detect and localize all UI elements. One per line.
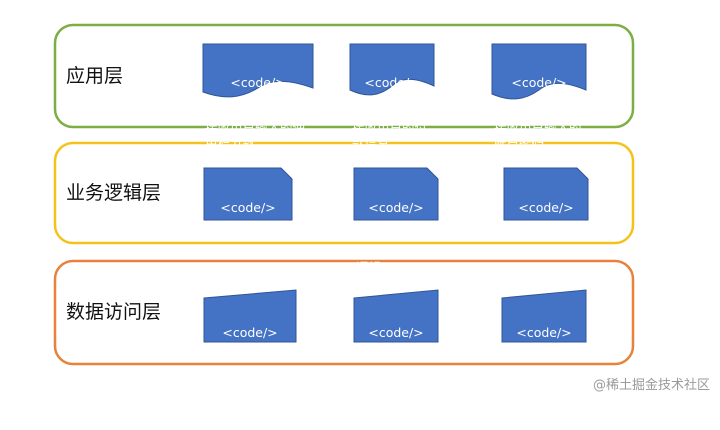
business-item-2: <code/> 会员使用积分逻辑	[356, 170, 436, 305]
app-item-2-shape	[349, 43, 435, 96]
watermark: @稀土掘金技术社区	[592, 378, 710, 393]
data-item-2-text: 访问会员积分表数据	[356, 370, 432, 400]
app-item-3-shape	[491, 43, 587, 100]
data-layer-label: 数据访问层	[66, 301, 162, 323]
data-item-1-shape	[203, 289, 297, 343]
data-layer-frame	[53, 259, 635, 366]
app-item-3-code: <code/>	[511, 75, 567, 90]
business-item-2-text: 会员使用积分逻辑	[356, 245, 432, 275]
business-item-3-shape	[503, 167, 589, 221]
data-item-2-code: <code/>	[368, 325, 424, 340]
app-layer-label: 应用层	[66, 65, 124, 87]
data-item-3-shape	[501, 289, 587, 343]
business-item-1-code: <code/>	[220, 200, 276, 215]
app-item-3: <code/> 接收用户输入的账户密码	[494, 45, 584, 180]
data-item-1-text: 访问会员表数	[212, 370, 288, 385]
data-item-3-code: <code/>	[516, 325, 572, 340]
business-layer-label: 业务逻辑层	[66, 182, 162, 204]
layered-architecture-diagram: 应用层 业务逻辑层 数据访问层 <code/> 接收用户输入的使用积分数 <co…	[53, 23, 710, 393]
business-item-3: <code/> 会员升级逻辑	[506, 170, 586, 290]
data-item-2: <code/> 访问会员积分表数据	[356, 295, 436, 430]
app-item-2-text: 接收用户的付款信息	[352, 120, 428, 150]
app-layer-frame	[53, 23, 635, 129]
business-item-2-code: <code/>	[368, 200, 424, 215]
app-item-1-text: 接收用户输入的使用积分数	[205, 120, 306, 150]
diagram-shapes	[53, 23, 635, 366]
data-item-3-text: 访问会员等级表数据	[504, 370, 580, 400]
data-item-1: <code/> 访问会员表数	[206, 295, 294, 415]
data-item-1-code: <code/>	[222, 325, 278, 340]
business-item-2-shape	[353, 167, 439, 221]
app-item-1-code: <code/>	[230, 75, 286, 90]
data-item-3: <code/> 访问会员等级表数据	[504, 295, 584, 430]
business-layer-frame	[53, 141, 635, 245]
app-item-2: <code/> 接收用户的付款信息	[352, 45, 432, 180]
business-item-1: <code/> 会员登陆逻辑	[206, 170, 290, 290]
business-item-3-code: <code/>	[518, 200, 574, 215]
app-item-1: <code/> 接收用户输入的使用积分数	[205, 45, 311, 180]
business-item-1-shape	[203, 167, 293, 221]
app-item-2-code: <code/>	[364, 75, 420, 90]
app-item-1-shape	[202, 43, 314, 98]
data-item-2-shape	[353, 289, 439, 343]
business-item-3-text: 会员升级逻辑	[506, 245, 582, 260]
app-item-3-text: 接收用户输入的账户密码	[494, 120, 582, 150]
business-item-1-text: 会员登陆逻辑	[206, 245, 282, 260]
